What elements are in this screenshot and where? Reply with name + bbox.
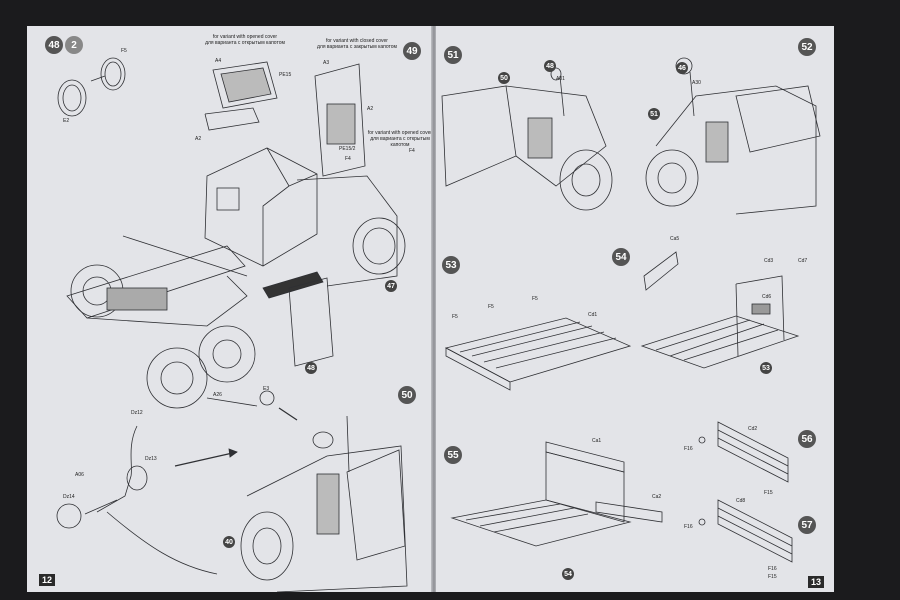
f4-variant-note: for variant with opened cover для вариан… [365,130,435,148]
step-badge-48: 48 [45,36,63,54]
book-spine [431,26,437,592]
part-label-f5-a: F5 [452,314,458,320]
left-page-line-art [56,57,408,592]
grille-drawing [204,61,278,131]
opened-cover-ru: для варианта с открытым капотом [205,40,285,46]
callout-47: 47 [385,280,397,292]
step54-drawing [640,251,800,369]
part-label-a26: A26 [213,392,222,398]
step57-drawing [698,499,793,563]
callout-50: 50 [498,72,510,84]
opened-cover-note: for variant with opened cover для вариан… [195,34,295,46]
part-label-a2-grille: A2 [195,136,202,142]
closed-cover-en: for variant with closed cover [326,38,388,44]
right-page-line-art [441,57,821,563]
opened-cover-en: for variant with opened cover [212,34,278,40]
part-label-a30: A30 [692,80,701,86]
step-badge-49: 49 [403,42,421,60]
part-label-ca1: Ca1 [592,438,602,444]
step-quantity-badge: 2 [65,36,83,54]
step-badge-56: 56 [798,430,816,448]
part-label-ca2: Ca2 [652,494,662,500]
step-badge-51: 51 [444,46,462,64]
part-label-f4-a: F4 [345,156,351,162]
step-badge-54: 54 [612,248,630,266]
page-number: 12 [39,574,56,586]
chassis-drawing [66,235,256,409]
part-label-f16-b: F16 [684,524,693,530]
part-label-f5-c: F5 [532,296,538,302]
part-label-a4: A4 [215,58,222,64]
closed-cover-note: for variant with closed cover для вариан… [307,38,407,50]
part-label-pe15-2: PE15/2 [339,146,356,152]
part-label-dz13: Dz13 [145,456,157,462]
step53-drawing [444,317,632,391]
closed-cover-ru: для варианта с закрытым капотом [317,44,397,50]
part-label-cd8: Cd8 [736,498,746,504]
left-page: 48 2 49 50 12 for variant with opened co… [27,26,433,592]
truck-front-drawing [240,415,408,592]
step51-drawing [441,67,613,211]
step55-drawing [450,441,663,547]
part-label-ca5: Ca5 [670,236,680,242]
callout-40: 40 [223,536,235,548]
part-label-a06: A06 [75,472,84,478]
exhaust-drawing [56,390,298,575]
truck-cab-drawing [204,147,406,367]
part-label-a2: A2 [367,106,374,112]
callout-54: 54 [562,568,574,580]
part-label-dz12: Dz12 [131,410,143,416]
part-label-f15-b: F15 [768,574,777,580]
step52-drawing [645,57,821,215]
step-badge-53: 53 [442,256,460,274]
callout-48: 48 [305,362,317,374]
part-label-f4-b: F4 [409,148,415,154]
part-label-e3: E3 [263,386,270,392]
f4-variant-ru: для варианта с открытым капотом [370,136,430,148]
part-label-cd1: Cd1 [588,312,598,318]
part-label-a31: A31 [556,76,565,82]
step-badge-57: 57 [798,516,816,534]
part-label-dz14: Dz14 [63,494,75,500]
hood-panel-drawing [314,63,366,177]
callout-51: 51 [648,108,660,120]
step-badge-52: 52 [798,38,816,56]
step56-drawing [698,421,789,483]
f4-variant-en: for variant with opened cover [367,130,433,136]
callout-48: 48 [544,60,556,72]
part-label-pe15: PE15 [279,72,292,78]
part-label-f16-c: F16 [768,566,777,572]
right-page: 51 52 53 54 55 56 57 13 A31 A30 F5 F5 F5… [436,26,834,592]
part-label-cd3: Cd3 [764,258,774,264]
part-label-e2: E2 [63,118,70,124]
part-label-f5: F5 [121,48,127,54]
part-label-cd7: Cd7 [798,258,808,264]
step-badge-50: 50 [398,386,416,404]
part-label-f5-b: F5 [488,304,494,310]
step-badge-55: 55 [444,446,462,464]
part-label-cd6: Cd6 [762,294,772,300]
part-label-cd2: Cd2 [748,426,758,432]
part-label-f16-a: F16 [684,446,693,452]
mirror-drawing [57,57,126,117]
callout-53: 53 [760,362,772,374]
page-number: 13 [808,576,825,588]
part-label-a3: A3 [323,60,330,66]
callout-46: 46 [676,62,688,74]
part-label-f15-a: F15 [764,490,773,496]
